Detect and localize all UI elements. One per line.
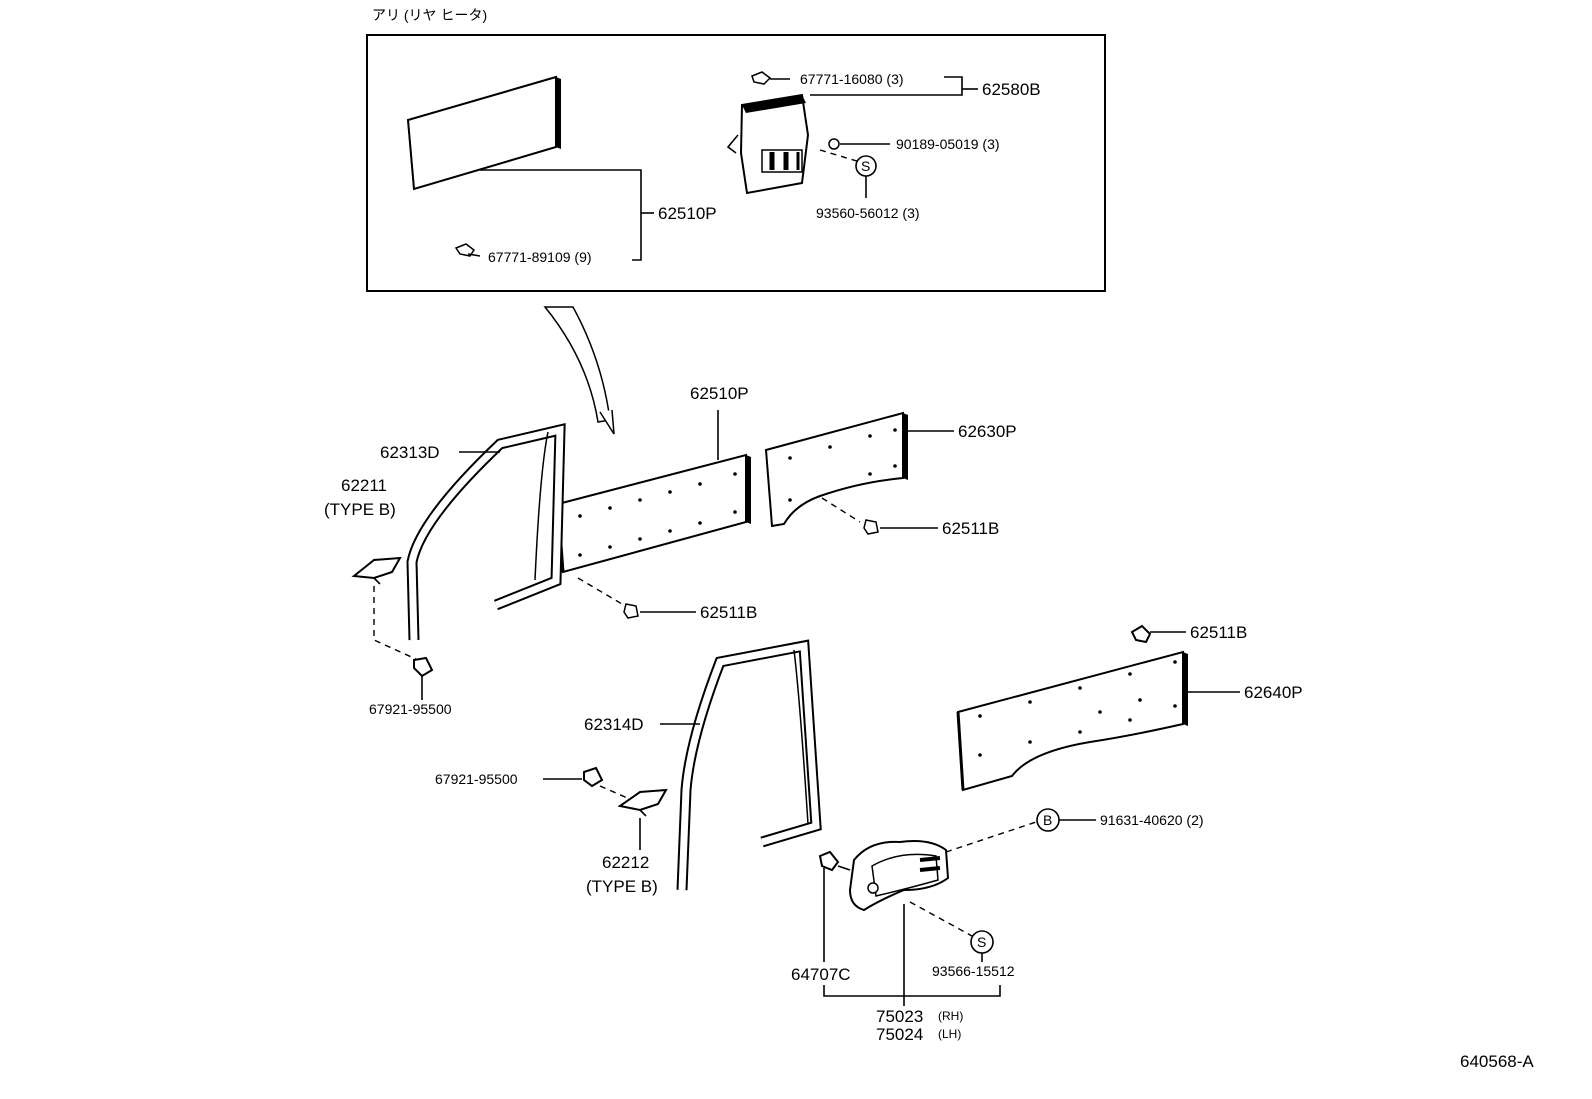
figure-id: 640568-A — [1460, 1052, 1534, 1071]
dash-62212 — [599, 785, 633, 801]
bracket-62211-icon — [351, 556, 402, 585]
leader-inset-62510p — [480, 169, 642, 261]
label-inset-67771-89109: 67771-89109 (9) — [488, 249, 592, 265]
door-weatherstrip-62314d — [676, 639, 822, 891]
clip-67771-16080-icon — [751, 71, 790, 85]
clip-67771-89109-icon — [454, 243, 481, 257]
symbol-s2: S — [977, 934, 986, 950]
quarter-trim-panel-62640p — [956, 650, 1188, 792]
label-67921-a: 67921-95500 — [369, 701, 452, 717]
clip-64707c-icon — [818, 850, 851, 872]
label-62511b-b: 62511B — [700, 603, 757, 622]
label-inset-67771-16080: 67771-16080 (3) — [800, 71, 904, 87]
label-inset-93560-56012: 93560-56012 (3) — [816, 205, 920, 221]
label-62511b-c: 62511B — [1190, 623, 1247, 642]
label-62511b-a: 62511B — [942, 519, 999, 538]
leader-62580b — [810, 76, 963, 96]
label-64707c: 64707C — [791, 965, 851, 984]
label-62211-type: (TYPE B) — [324, 500, 396, 519]
inset-title: アリ (リヤ ヒータ) — [372, 7, 487, 23]
label-62313d: 62313D — [380, 443, 440, 462]
label-75024: 75024 — [876, 1025, 923, 1044]
label-75023-side: (RH) — [938, 1009, 963, 1023]
label-62212-type: (TYPE B) — [586, 877, 658, 896]
clip-62511b-a-icon — [863, 519, 879, 535]
label-62212: 62212 — [602, 853, 649, 872]
screw-90189-05019-icon — [828, 138, 890, 150]
inset-frame — [366, 34, 1106, 292]
clip-62511b-c-icon — [1130, 624, 1152, 644]
clip-62511b-b-icon — [623, 603, 639, 619]
dash-62511b-b — [577, 577, 623, 605]
label-62211: 62211 — [341, 476, 387, 495]
curved-arrow-icon — [543, 306, 615, 435]
label-62630p: 62630P — [958, 422, 1017, 441]
label-inset-62580b: 62580B — [982, 80, 1041, 99]
label-75023: 75023 — [876, 1007, 923, 1026]
inset-panel-62510p — [406, 75, 561, 191]
dash-62511b-a — [821, 497, 861, 523]
symbol-b: B — [1043, 812, 1052, 828]
label-62510p: 62510P — [690, 384, 749, 403]
label-67921-b: 67921-95500 — [435, 771, 518, 787]
label-62314d: 62314D — [584, 715, 644, 734]
clip-67921-b-icon — [583, 766, 604, 788]
label-93566: 93566-15512 — [932, 963, 1015, 979]
symbol-s: S — [861, 158, 870, 174]
quarter-trim-panel-62630p — [764, 411, 908, 528]
dash-91631 — [945, 821, 1037, 853]
dash-93566 — [909, 901, 973, 937]
clip-67921-a-icon — [413, 656, 434, 678]
door-weatherstrip-62313d — [406, 423, 566, 641]
inside-handle-bezel-icon — [848, 840, 950, 912]
label-62640p: 62640P — [1244, 683, 1303, 702]
leader-75023 — [823, 985, 1001, 997]
door-trim-panel-62510p — [556, 453, 751, 574]
bracket-62212-icon — [617, 788, 668, 817]
rear-heater-cover-icon — [726, 93, 810, 195]
label-inset-90189-05019: 90189-05019 (3) — [896, 136, 1000, 152]
label-inset-62510p: 62510P — [658, 204, 717, 223]
dash-inset-s — [819, 149, 861, 163]
label-91631: 91631-40620 (2) — [1100, 812, 1204, 828]
label-75024-side: (LH) — [938, 1027, 961, 1041]
